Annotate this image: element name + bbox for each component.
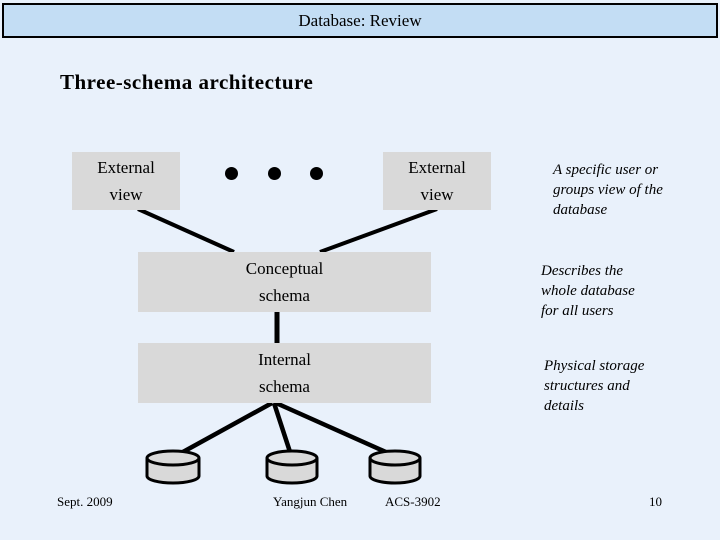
ellipsis-dots (225, 167, 323, 180)
title-bar: Database: Review (2, 3, 718, 38)
internal-schema-label: Internal schema (258, 349, 311, 396)
line-internal-to-db-left (170, 401, 274, 460)
conceptual-schema-box: Conceptual schema (138, 252, 431, 312)
line-external-left-to-conceptual (137, 207, 235, 254)
database-cylinder-icon (265, 449, 319, 485)
line-internal-to-db-middle (271, 402, 294, 456)
footer-author: Yangjun Chen (273, 494, 348, 509)
database-cylinder-icon (145, 449, 201, 485)
internal-schema-box: Internal schema (138, 343, 431, 403)
ellipsis-dot (267, 167, 281, 180)
slide-heading: Three-schema architecture (60, 70, 314, 94)
ellipsis-dot (225, 167, 238, 180)
line-external-right-to-conceptual (319, 207, 438, 254)
footer-page-number: 10 (649, 494, 662, 509)
external-view-left-label: External view (97, 157, 155, 204)
footer-course: ACS-3902 (385, 494, 441, 509)
annotation-external-view: A specific user or groups view of the da… (553, 162, 663, 218)
external-view-right-label: External view (408, 157, 466, 204)
conceptual-schema-label: Conceptual schema (245, 258, 324, 305)
external-view-box-left: External view (72, 152, 180, 210)
footer-date: Sept. 2009 (57, 494, 113, 509)
external-view-box-right: External view (383, 152, 491, 210)
line-internal-to-db-right (275, 400, 398, 460)
slide-title: Database: Review (298, 10, 422, 30)
annotation-internal-schema: Physical storage structures and details (544, 358, 645, 414)
database-cylinder-icon (368, 449, 422, 485)
ellipsis-dot (310, 167, 323, 180)
annotation-conceptual-schema: Describes the whole database for all use… (541, 263, 635, 319)
